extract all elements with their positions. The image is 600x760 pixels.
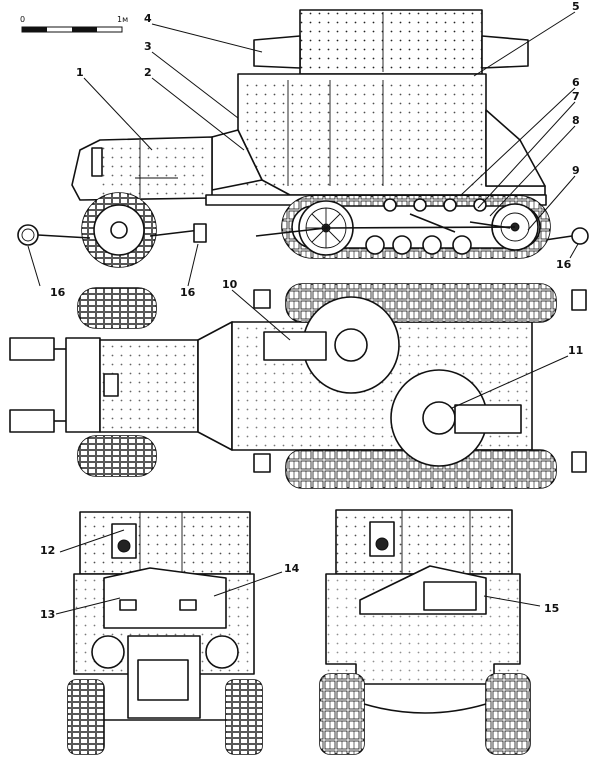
scale-end-label: 1м	[117, 15, 128, 24]
rear-view	[319, 509, 531, 755]
callouts: 4 3 2 1 5 6 7 8 9 16 16 16 10 11 12 13 1	[27, 0, 583, 621]
callout-label: 7	[572, 90, 580, 103]
callout-label: 2	[144, 66, 152, 79]
callout-label: 6	[572, 76, 580, 89]
top-view	[9, 283, 587, 489]
callout-label: 10	[222, 278, 238, 291]
callout-label: 16	[556, 258, 572, 271]
callout-label: 11	[568, 344, 583, 357]
callout-label: 12	[40, 544, 55, 557]
callout-label: 13	[40, 608, 55, 621]
callout-label: 9	[572, 164, 580, 177]
callout-label: 1	[76, 66, 84, 79]
callout-label: 16	[50, 286, 66, 299]
scale-start-label: 0	[20, 15, 25, 24]
callout-label: 5	[572, 0, 580, 13]
callout-label: 3	[144, 40, 152, 53]
scale-bar: 0 1м	[20, 15, 128, 33]
callout-label: 14	[284, 562, 300, 575]
callout-label: 4	[144, 12, 152, 25]
callout-label: 16	[180, 286, 196, 299]
front-view	[67, 511, 263, 755]
side-view	[17, 9, 589, 268]
callout-label: 15	[544, 602, 559, 615]
callout-label: 8	[572, 114, 580, 127]
